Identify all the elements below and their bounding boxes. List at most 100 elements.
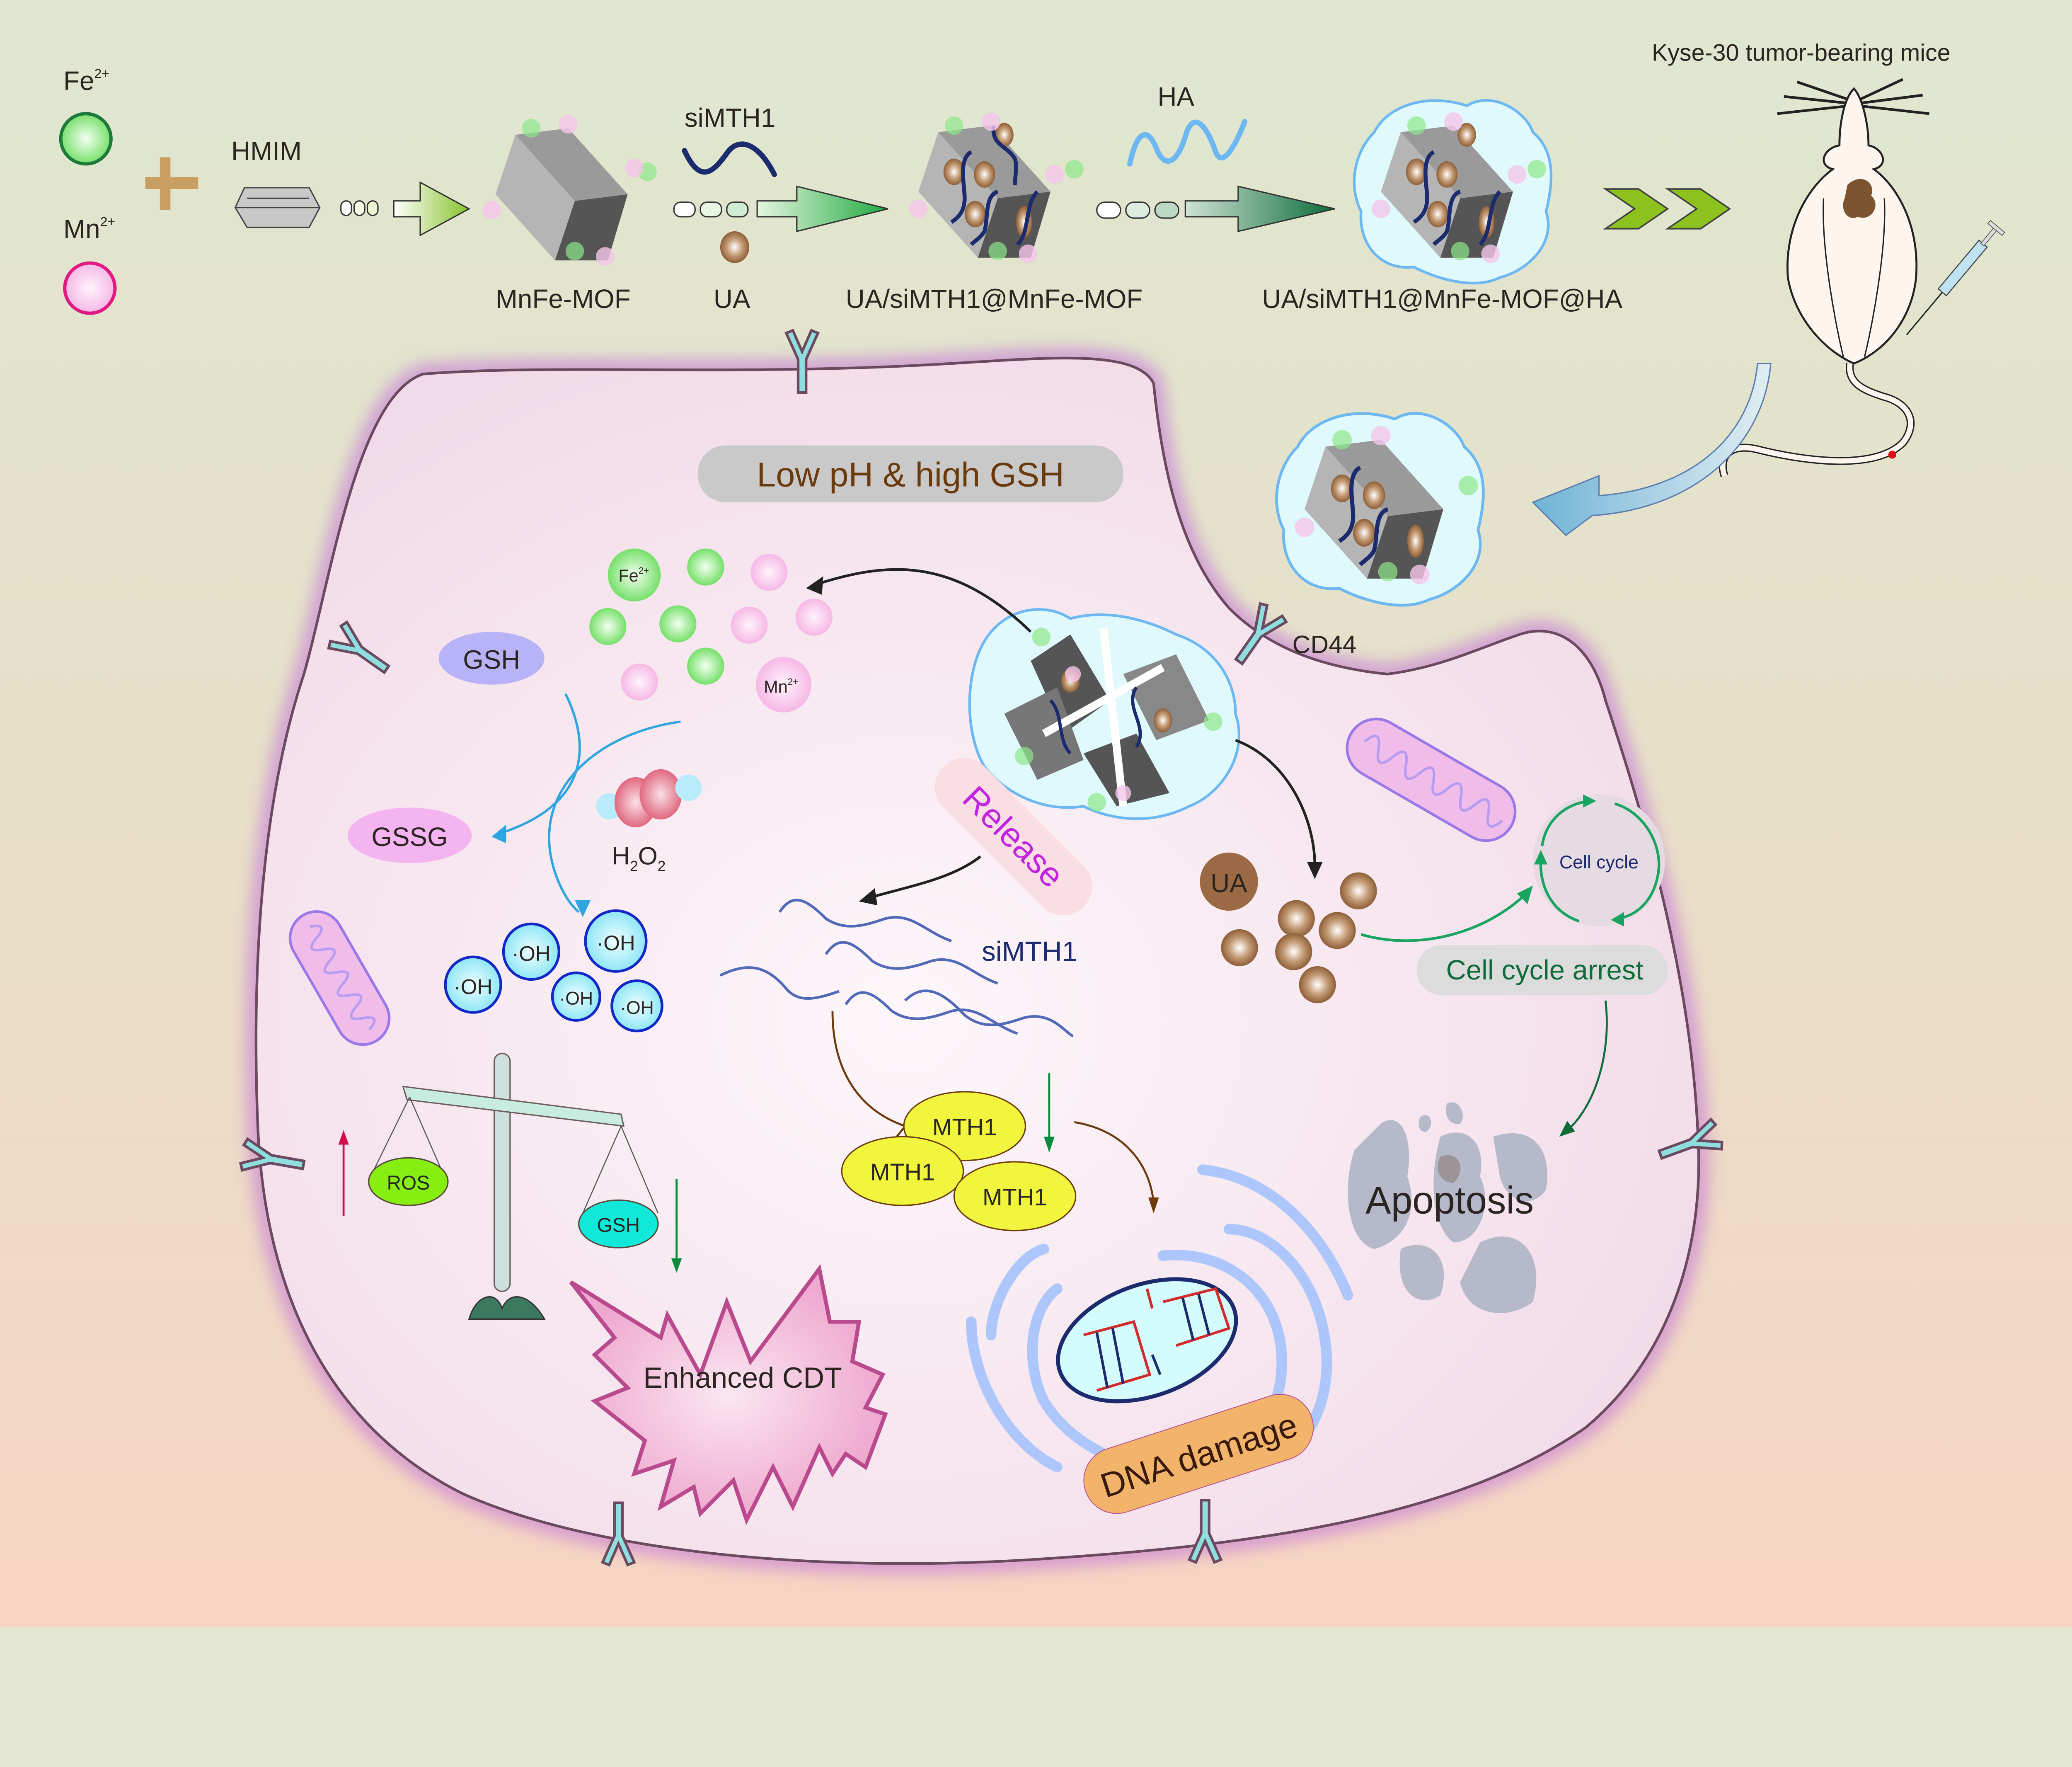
release-arrows xyxy=(812,568,1317,900)
ua-molecule-icon xyxy=(720,231,750,263)
mnfe-mof-icon xyxy=(482,115,657,266)
cdt-label: Enhanced CDT xyxy=(643,1361,842,1394)
endoplasmic-reticulum-icon xyxy=(966,1164,1353,1473)
cell-membrane xyxy=(254,356,1700,1565)
tme-label: Low pH & high GSH xyxy=(757,455,1064,494)
oh-label: ·OH xyxy=(454,975,493,999)
apoptotic-core xyxy=(1438,1155,1461,1183)
mitochondrion-icon xyxy=(288,910,391,1046)
mn-ion-label: Mn2+ xyxy=(764,676,798,696)
ua-label: UA xyxy=(714,284,750,314)
ha-label: HA xyxy=(1157,82,1194,111)
apoptosis-label: Apoptosis xyxy=(1365,1178,1534,1222)
receptor-icon xyxy=(1657,1117,1723,1160)
loaded-mof-icon xyxy=(909,112,1084,263)
ha-polymer-icon xyxy=(1127,119,1248,167)
mitochondrion-icon xyxy=(1346,717,1517,842)
gsh-down-arrow-icon xyxy=(671,1179,682,1273)
coated-mof-label: UA/siMTH1@MnFe-MOF@HA xyxy=(1262,284,1622,314)
mth1-protein xyxy=(841,1136,964,1206)
h2o2-molecule-icon xyxy=(596,769,702,828)
simth1-cell-label: siMTH1 xyxy=(982,936,1077,967)
enhanced-cdt-burst xyxy=(569,1264,888,1525)
fe-ion-label: Fe2+ xyxy=(618,565,649,585)
sirna-strands xyxy=(719,899,1074,1037)
receptor-icon xyxy=(1234,602,1288,666)
ros-label: ROS xyxy=(387,1172,430,1194)
cd44-receptors xyxy=(239,329,1723,1567)
receptor-icon xyxy=(327,620,391,674)
balance-scale-icon xyxy=(373,1052,659,1320)
oh-label: ·OH xyxy=(596,931,635,955)
oh-label: ·OH xyxy=(559,988,593,1008)
hydroxyl-radicals: ·OH ·OH ·OH ·OH ·OH xyxy=(444,909,663,1033)
approaching-nanoparticle-icon xyxy=(1275,412,1485,607)
mouse-icon xyxy=(1719,78,2005,477)
arrow-icon xyxy=(340,181,471,237)
arrowhead xyxy=(1583,794,1597,808)
oh-label: ·OH xyxy=(620,998,654,1018)
ros-node xyxy=(368,1157,449,1206)
arrowhead xyxy=(1611,912,1624,927)
dna-damage-arrow-icon xyxy=(1074,1121,1159,1214)
arrowhead xyxy=(575,900,591,918)
ua-particles: UA xyxy=(1200,852,1377,1003)
oh-label: ·OH xyxy=(512,942,551,965)
double-chevron-icon xyxy=(1603,188,1731,230)
mth1-protein xyxy=(953,1161,1077,1231)
injection-arrow-icon xyxy=(1532,363,1772,536)
nucleus-icon xyxy=(1056,1277,1238,1403)
degraded-nanoparticle-icon xyxy=(968,608,1241,820)
mth1-label: MTH1 xyxy=(983,1184,1047,1211)
gssg-label: GSSG xyxy=(371,822,448,852)
cell-cycle-arrest-label: Cell cycle arrest xyxy=(1446,955,1644,986)
mn-ion-icon xyxy=(63,261,117,315)
scale-gsh-node xyxy=(578,1199,659,1248)
gsh-label: GSH xyxy=(463,645,520,675)
receptor-icon xyxy=(600,1501,636,1567)
scale-gsh-label: GSH xyxy=(597,1214,640,1236)
cell-cycle-arrows-icon xyxy=(1539,800,1661,923)
hmim-label: HMIM xyxy=(231,136,302,166)
released-ions: Fe2+ Mn2+ xyxy=(589,548,833,713)
down-arrow-icon xyxy=(1044,1073,1055,1153)
gsh-node xyxy=(438,632,545,685)
arrow-icon xyxy=(1096,185,1335,233)
arrow-icon xyxy=(673,185,888,233)
fe-ion-icon xyxy=(59,112,113,166)
receptor-icon xyxy=(239,1137,306,1172)
mn-label: Mn2+ xyxy=(63,214,115,244)
broken-dna-icon xyxy=(1083,1287,1231,1392)
mth1-label: MTH1 xyxy=(932,1114,997,1141)
arrowhead xyxy=(1534,850,1548,865)
receptor-icon xyxy=(1187,1499,1223,1564)
nanomedicine-schematic: Fe2+ Mn2+ HMIM MnFe xyxy=(0,0,2072,1627)
h2o2-label: H2O2 xyxy=(612,841,666,874)
arrowheads xyxy=(806,576,1323,906)
loaded-mof-label: UA/siMTH1@MnFe-MOF xyxy=(846,284,1143,314)
simth1-label: siMTH1 xyxy=(685,103,776,133)
ros-up-arrow-icon xyxy=(338,1130,349,1216)
mice-label: Kyse-30 tumor-bearing mice xyxy=(1652,40,1951,66)
ua-cell-label: UA xyxy=(1210,868,1247,898)
cell-cycle-arrest-badge xyxy=(1416,945,1668,996)
coated-mof-icon xyxy=(1353,99,1553,285)
mnfe-mof-label: MnFe-MOF xyxy=(496,284,631,314)
arrowhead xyxy=(491,824,506,844)
cell-cycle-node xyxy=(1532,794,1665,927)
mth1-label: MTH1 xyxy=(870,1159,935,1186)
synthesis-row: Fe2+ Mn2+ HMIM MnFe xyxy=(59,40,2005,477)
tme-badge xyxy=(697,445,1123,502)
gssg-node xyxy=(347,807,472,863)
redox-arrows xyxy=(501,693,681,913)
plus-icon xyxy=(145,157,198,211)
cell-cycle-label: Cell cycle xyxy=(1559,852,1639,873)
cd44-label: CD44 xyxy=(1293,630,1357,658)
receptor-icon xyxy=(784,329,820,394)
hmim-crystal-icon xyxy=(234,187,321,228)
syringe-icon xyxy=(1906,220,2005,335)
fe-label: Fe2+ xyxy=(63,66,109,96)
sirna-icon xyxy=(682,141,777,177)
tumor-icon xyxy=(1843,179,1876,218)
tumor-cell xyxy=(247,349,1708,1573)
